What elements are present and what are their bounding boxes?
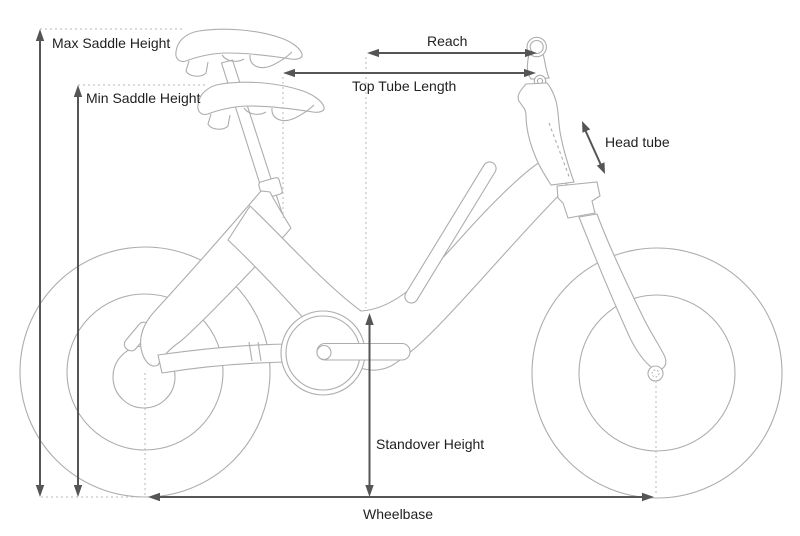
saddle-min-position <box>197 81 325 130</box>
head-tube-label: Head tube <box>605 134 670 150</box>
max-saddle-height-label: Max Saddle Height <box>52 35 170 51</box>
front-axle <box>651 369 660 378</box>
saddle-max-position <box>175 28 303 77</box>
front-rim-circle <box>578 294 736 452</box>
saddle-top <box>197 81 325 115</box>
head-tube-body <box>517 82 575 186</box>
arrowhead-up-icon <box>582 121 591 133</box>
reach-arrow <box>367 48 537 58</box>
saddle-rail <box>249 51 293 69</box>
arrow-shaft <box>584 130 603 167</box>
steerer-axis-dashed-line <box>548 122 571 180</box>
steerer-top-ring-inner <box>529 39 544 55</box>
arrowhead-up-icon <box>35 29 45 41</box>
bike-illustration <box>19 28 783 499</box>
crankset <box>280 310 411 396</box>
saddle-underside <box>221 54 245 62</box>
saddle-top <box>175 28 303 62</box>
arrowhead-up-icon <box>365 313 374 325</box>
fork-blade <box>578 213 667 371</box>
standover-height-arrow <box>365 313 374 497</box>
arrowhead-down-icon <box>73 485 83 497</box>
measurement-arrows <box>35 29 654 502</box>
chainstay <box>157 343 302 374</box>
battery-strip <box>404 161 497 304</box>
saddle-bracket <box>207 113 231 130</box>
head-tube-arrow <box>582 121 605 174</box>
arrowhead-down-icon <box>35 485 45 497</box>
saddle-underside <box>243 107 267 115</box>
arrowhead-left-icon <box>283 68 295 78</box>
saddle-rail <box>271 104 315 122</box>
arrowhead-right-icon <box>642 492 654 502</box>
measurement-labels: Max Saddle Height Min Saddle Height Reac… <box>52 33 670 522</box>
min-saddle-height-arrow <box>73 85 83 497</box>
arrowhead-down-icon <box>596 162 605 174</box>
max-saddle-height-arrow <box>35 29 45 497</box>
guide-lines <box>40 28 657 498</box>
arrowhead-down-icon <box>365 485 374 497</box>
saddle-bracket <box>185 60 209 77</box>
reach-label: Reach <box>427 33 467 49</box>
arrowhead-up-icon <box>73 85 83 97</box>
top-tube-length-label: Top Tube Length <box>352 78 456 94</box>
arrowhead-left-icon <box>148 492 160 502</box>
wheelbase-arrow <box>148 492 654 502</box>
front-hub-outer <box>647 365 664 382</box>
crank-axle <box>316 344 332 361</box>
fork-crown <box>556 181 601 219</box>
wheelbase-label: Wheelbase <box>363 506 433 522</box>
chainstay-clamp <box>248 341 262 362</box>
rear-tire-circle <box>19 246 271 498</box>
front-wheel <box>531 247 783 499</box>
top-tube-length-arrow <box>283 68 536 78</box>
min-saddle-height-label: Min Saddle Height <box>86 90 201 106</box>
standover-height-label: Standover Height <box>376 436 484 452</box>
arrowhead-right-icon <box>525 48 537 58</box>
arrowhead-right-icon <box>524 68 536 78</box>
arrowhead-left-icon <box>367 48 379 58</box>
front-tire-circle <box>531 247 783 499</box>
